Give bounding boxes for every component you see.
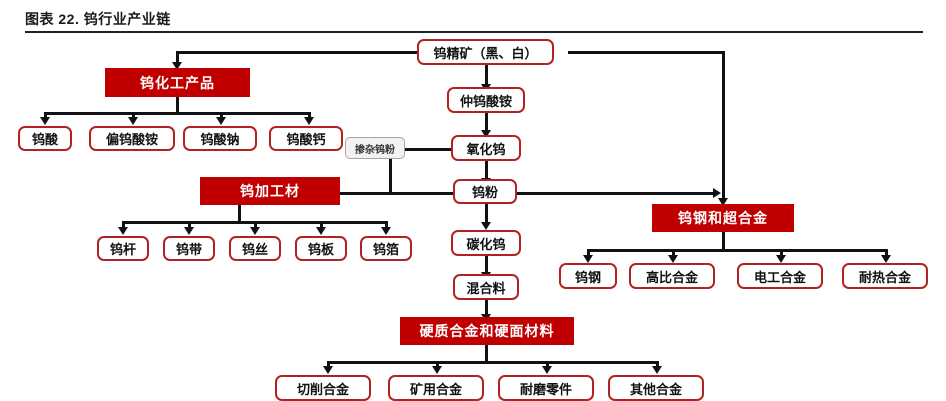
connector-carb-stub-1 (327, 361, 330, 369)
node-tungsten-oxide[interactable]: 氧化钨 (451, 135, 521, 161)
node-mixture[interactable]: 混合料 (453, 274, 519, 300)
connector-proc-stub-4 (320, 221, 323, 230)
header-cemented-carbide-hardfacing[interactable]: 硬质合金和硬面材料 (400, 317, 574, 345)
connector-chem-stub-4 (308, 112, 311, 120)
leaf-carbide-product[interactable]: 切削合金 (275, 375, 371, 401)
connector-chem-stub-3 (220, 112, 223, 120)
arrow-chem-3 (216, 117, 226, 125)
connector-right-drop (722, 51, 725, 203)
connector-steel-stub-3 (780, 249, 783, 257)
header-processed-materials[interactable]: 钨加工材 (200, 177, 340, 205)
connector-carbide-mixture (485, 256, 488, 275)
arrow-steel-3 (776, 255, 786, 263)
arrow-powder-carbide (481, 222, 491, 230)
leaf-steel-product[interactable]: 钨钢 (559, 263, 617, 289)
leaf-chem-product[interactable]: 钨酸 (18, 126, 72, 151)
connector-carb-stub-4 (656, 361, 659, 369)
connector-processheader-drop (238, 205, 241, 222)
connector-proc-stub-5 (385, 221, 388, 230)
connector-ore-to-left (177, 51, 417, 54)
leaf-chem-product[interactable]: 偏钨酸铵 (89, 126, 175, 151)
connector-apt-oxide (485, 113, 488, 133)
leaf-processed-material[interactable]: 钨丝 (229, 236, 281, 261)
connector-carbideheader-drop (485, 345, 488, 362)
connector-chem-bus (44, 112, 309, 115)
arrow-steel-4 (881, 255, 891, 263)
arrow-chem-4 (304, 117, 314, 125)
leaf-processed-material[interactable]: 钨带 (163, 236, 215, 261)
arrow-proc-1 (118, 227, 128, 235)
arrow-proc-5 (381, 227, 391, 235)
node-tungsten-carbide[interactable]: 碳化钨 (451, 230, 521, 256)
connector-steel-stub-1 (587, 249, 590, 257)
connector-carb-stub-3 (546, 361, 549, 369)
connector-doped-oxide (405, 148, 453, 151)
leaf-processed-material[interactable]: 钨杆 (97, 236, 149, 261)
figure-title: 图表 22. 钨行业产业链 (25, 11, 171, 27)
leaf-chem-product[interactable]: 钨酸钙 (269, 126, 343, 151)
connector-ore-apt (485, 65, 488, 87)
connector-powder-carbide (485, 204, 488, 225)
arrow-chem-1 (40, 117, 50, 125)
arrow-to-steel-header (718, 198, 728, 206)
connector-ore-to-right (568, 51, 725, 54)
arrow-steel-1 (583, 255, 593, 263)
connector-powder-processheader (322, 192, 454, 195)
arrow-powder-steel (713, 188, 721, 198)
leaf-carbide-product[interactable]: 其他合金 (608, 375, 704, 401)
arrow-apt-oxide (481, 130, 491, 138)
connector-mixture-carbideheader (485, 300, 488, 318)
connector-carbide-bus (327, 361, 657, 364)
arrow-carb-4 (652, 366, 662, 374)
leaf-steel-product[interactable]: 耐热合金 (842, 263, 928, 289)
arrow-to-chem-header (172, 62, 182, 70)
connector-steel-bus (587, 249, 887, 252)
node-ammonium-paratungstate[interactable]: 仲钨酸铵 (447, 87, 525, 113)
connector-chemheader-drop (176, 97, 179, 114)
leaf-steel-product[interactable]: 高比合金 (629, 263, 715, 289)
arrow-proc-3 (250, 227, 260, 235)
arrow-carb-2 (432, 366, 442, 374)
node-tungsten-powder[interactable]: 钨粉 (453, 179, 517, 204)
connector-chem-stub-2 (132, 112, 135, 120)
connector-steel-stub-4 (885, 249, 888, 257)
arrow-carb-3 (542, 366, 552, 374)
arrow-proc-2 (184, 227, 194, 235)
connector-proc-stub-3 (254, 221, 257, 230)
arrow-chem-2 (128, 117, 138, 125)
connector-proc-stub-2 (188, 221, 191, 230)
leaf-carbide-product[interactable]: 矿用合金 (388, 375, 484, 401)
arrow-carb-1 (323, 366, 333, 374)
leaf-processed-material[interactable]: 钨板 (295, 236, 347, 261)
connector-oxide-powder (485, 161, 488, 181)
leaf-carbide-product[interactable]: 耐磨零件 (498, 375, 594, 401)
node-tungsten-concentrate[interactable]: 钨精矿（黑、白） (417, 39, 554, 65)
connector-doped-drop (389, 158, 392, 193)
leaf-chem-product[interactable]: 钨酸钠 (183, 126, 257, 151)
leaf-processed-material[interactable]: 钨箔 (360, 236, 412, 261)
connector-steelheader-drop (722, 232, 725, 250)
connector-powder-steelheader (517, 192, 717, 195)
node-doped-tungsten-powder[interactable]: 掺杂钨粉 (345, 137, 405, 159)
connector-proc-stub-1 (122, 221, 125, 230)
header-chemical-products[interactable]: 钨化工产品 (105, 68, 250, 97)
connector-chem-stub-1 (44, 112, 47, 120)
arrow-steel-2 (668, 255, 678, 263)
arrow-proc-4 (316, 227, 326, 235)
connector-left-drop (176, 51, 179, 65)
connector-steel-stub-2 (672, 249, 675, 257)
leaf-steel-product[interactable]: 电工合金 (737, 263, 823, 289)
connector-carb-stub-2 (436, 361, 439, 369)
title-divider (25, 31, 923, 33)
header-tungsten-steel-superalloy[interactable]: 钨钢和超合金 (652, 204, 794, 232)
